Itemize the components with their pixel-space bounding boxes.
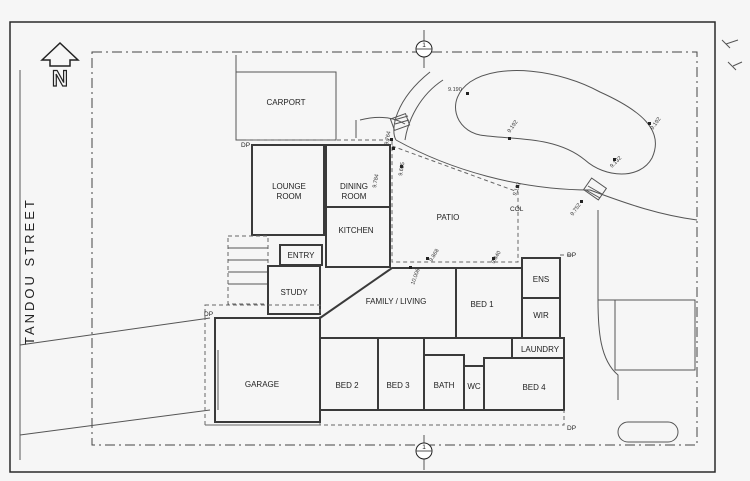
dining-label-1: DINING xyxy=(340,182,368,191)
garage-label: GARAGE xyxy=(245,380,279,389)
entry-label: ENTRY xyxy=(288,251,316,260)
north-letter: N xyxy=(52,66,68,91)
col-tag: COL xyxy=(510,206,524,213)
level-7: 9.764 xyxy=(384,131,392,146)
patio-label: PATIO xyxy=(437,213,460,222)
family-label: FAMILY / LIVING xyxy=(366,297,427,306)
study xyxy=(267,265,321,315)
pool-stairs-upper xyxy=(389,112,411,132)
north-arrow-icon: N xyxy=(40,41,80,92)
patio xyxy=(391,145,519,263)
level-0: 9.190 xyxy=(448,87,462,93)
drawing-border xyxy=(9,21,716,473)
wir-label: WIR xyxy=(533,311,549,320)
carport xyxy=(235,71,337,141)
dp-tag-top-left: DP xyxy=(241,142,250,149)
level-8: 9.153 xyxy=(512,182,522,197)
kitchen xyxy=(325,206,391,268)
section-marker-top-label: 1 xyxy=(422,42,426,49)
ens-label: ENS xyxy=(533,275,549,284)
level-6: 9.625 xyxy=(398,162,406,177)
property-boundary xyxy=(91,51,698,446)
laundry-label: LAUNDRY xyxy=(521,345,560,354)
street-name: TANDOU STREET xyxy=(22,197,37,345)
bed2-label: BED 2 xyxy=(335,381,359,390)
bed3-label: BED 3 xyxy=(386,381,410,390)
section-marker-top: 1 xyxy=(415,30,433,68)
lounge-room xyxy=(251,144,325,236)
dp-tag-right: DP xyxy=(567,252,576,259)
study-label: STUDY xyxy=(280,288,308,297)
bed1-label: BED 1 xyxy=(470,300,494,309)
dp-tag-left: DP xyxy=(204,311,213,318)
lounge-label-1: LOUNGE xyxy=(272,182,306,191)
lounge-label-2: ROOM xyxy=(277,192,302,201)
bed4 xyxy=(483,357,565,411)
wc-label: WC xyxy=(467,382,481,391)
dp-tag-bottom-right: DP xyxy=(567,425,576,432)
section-marker-bottom: 1 xyxy=(415,435,433,470)
pool-stairs-lower xyxy=(582,177,608,201)
bed4-label: BED 4 xyxy=(522,383,546,392)
kitchen-label: KITCHEN xyxy=(338,226,373,235)
swimming-pool xyxy=(455,70,656,175)
level-5: 9.784 xyxy=(372,174,380,189)
bath-label: BATH xyxy=(434,381,455,390)
carport-label: CARPORT xyxy=(267,98,306,107)
section-marker-bottom-label: 1 xyxy=(422,444,426,451)
dining-label-2: ROOM xyxy=(342,192,367,201)
level-10: 10.006 xyxy=(410,268,421,286)
